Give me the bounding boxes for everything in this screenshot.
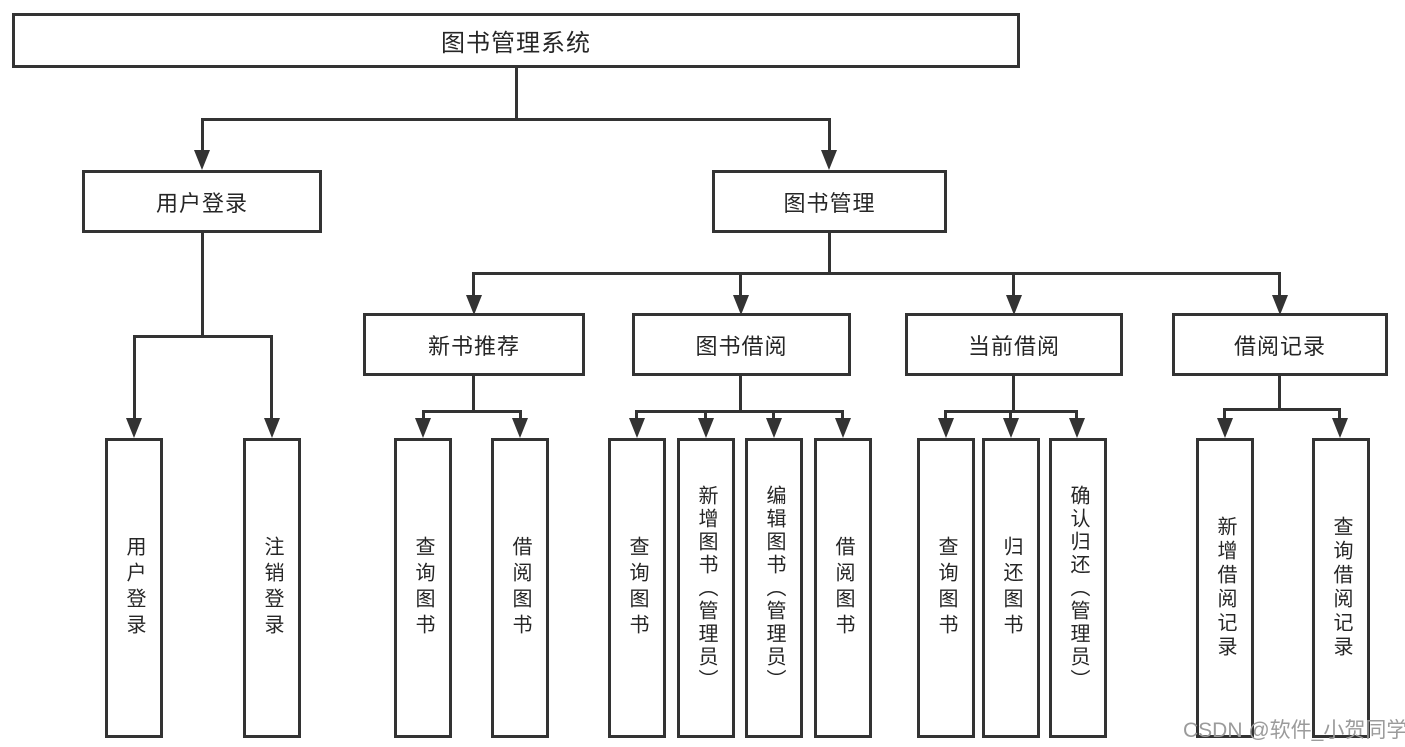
arrow-down-icon	[1272, 295, 1288, 315]
arrow-down-icon	[194, 150, 210, 170]
connector-line	[828, 118, 831, 153]
arrow-down-icon	[512, 418, 528, 438]
arrow-down-icon	[733, 295, 749, 315]
leaf-query-borrow-record-label: 查询借阅记录	[1330, 516, 1352, 660]
arrow-down-icon	[415, 418, 431, 438]
connector-line	[133, 335, 273, 338]
connector-line	[519, 410, 522, 422]
node-new-book-recommend: 新书推荐	[363, 313, 585, 376]
leaf-edit-books-admin-label: 编辑图书（管理员）	[763, 484, 785, 692]
leaf-logout: 注销登录	[243, 438, 301, 738]
arrow-down-icon	[1069, 418, 1085, 438]
leaf-query-borrow-record: 查询借阅记录	[1312, 438, 1370, 738]
node-book-management-label: 图书管理	[783, 190, 876, 216]
connector-line	[1012, 272, 1015, 299]
leaf-user-login: 用户登录	[105, 438, 163, 738]
leaf-borrow-books-recommend-label: 借阅图书	[509, 536, 531, 640]
node-new-book-recommend-label: 新书推荐	[427, 333, 520, 359]
node-user-login: 用户登录	[82, 170, 322, 233]
arrow-down-icon	[126, 418, 142, 438]
leaf-user-login-label: 用户登录	[123, 536, 145, 640]
arrow-down-icon	[1332, 418, 1348, 438]
connector-line	[472, 272, 475, 299]
leaf-add-books-admin-label: 新增图书（管理员）	[695, 484, 717, 692]
connector-line	[635, 410, 844, 413]
leaf-query-books-recommend: 查询图书	[394, 438, 452, 738]
connector-line	[944, 410, 947, 422]
connector-line	[472, 376, 475, 410]
connector-line	[1278, 272, 1281, 299]
leaf-query-books-borrow: 查询图书	[608, 438, 666, 738]
node-book-borrow-label: 图书借阅	[695, 333, 788, 359]
leaf-query-books-current: 查询图书	[917, 438, 975, 738]
node-book-management: 图书管理	[712, 170, 947, 233]
connector-line	[201, 233, 204, 335]
leaf-borrow-books-recommend: 借阅图书	[491, 438, 549, 738]
arrow-down-icon	[766, 418, 782, 438]
connector-line	[772, 410, 775, 422]
arrow-down-icon	[1217, 418, 1233, 438]
connector-line	[1009, 410, 1012, 422]
connector-line	[1223, 408, 1341, 411]
arrow-down-icon	[938, 418, 954, 438]
leaf-query-books-borrow-label: 查询图书	[626, 536, 648, 640]
leaf-query-books-current-label: 查询图书	[935, 536, 957, 640]
connector-line	[841, 410, 844, 422]
connector-line	[1338, 408, 1341, 422]
arrow-down-icon	[629, 418, 645, 438]
leaf-borrow-books: 借阅图书	[814, 438, 872, 738]
connector-line	[704, 410, 707, 422]
node-book-borrow: 图书借阅	[632, 313, 851, 376]
leaf-return-books: 归还图书	[982, 438, 1040, 738]
connector-line	[270, 335, 273, 420]
connector-line	[635, 410, 638, 422]
connector-line	[201, 118, 204, 153]
node-root-label: 图书管理系统	[441, 30, 591, 57]
leaf-return-books-label: 归还图书	[1000, 536, 1022, 640]
arrow-down-icon	[835, 418, 851, 438]
leaf-confirm-return-admin: 确认归还（管理员）	[1049, 438, 1107, 738]
node-current-borrow-label: 当前借阅	[967, 333, 1060, 359]
arrow-down-icon	[264, 418, 280, 438]
node-borrow-records-label: 借阅记录	[1233, 333, 1326, 359]
leaf-logout-label: 注销登录	[261, 536, 283, 640]
leaf-edit-books-admin: 编辑图书（管理员）	[745, 438, 803, 738]
node-user-login-label: 用户登录	[155, 190, 248, 216]
leaf-add-borrow-record: 新增借阅记录	[1196, 438, 1254, 738]
leaf-borrow-books-label: 借阅图书	[832, 536, 854, 640]
arrow-down-icon	[698, 418, 714, 438]
arrow-down-icon	[1006, 295, 1022, 315]
connector-line	[422, 410, 522, 413]
connector-line	[828, 233, 831, 272]
leaf-confirm-return-admin-label: 确认归还（管理员）	[1067, 484, 1089, 692]
leaf-query-books-recommend-label: 查询图书	[412, 536, 434, 640]
arrow-down-icon	[1003, 418, 1019, 438]
connector-line	[472, 272, 1281, 275]
leaf-add-borrow-record-label: 新增借阅记录	[1214, 516, 1236, 660]
arrow-down-icon	[821, 150, 837, 170]
arrow-down-icon	[466, 295, 482, 315]
connector-line	[1075, 410, 1078, 422]
connector-line	[133, 335, 136, 420]
connector-line	[422, 410, 425, 422]
connector-line	[1278, 376, 1281, 408]
node-root: 图书管理系统	[12, 13, 1020, 68]
node-current-borrow: 当前借阅	[905, 313, 1123, 376]
connector-line	[1223, 408, 1226, 422]
watermark: CSDN @软件_小贺同学	[1183, 719, 1405, 742]
connector-line	[1012, 376, 1015, 410]
connector-line	[515, 68, 518, 118]
connector-line	[739, 376, 742, 410]
connector-line	[201, 118, 830, 121]
node-borrow-records: 借阅记录	[1172, 313, 1388, 376]
leaf-add-books-admin: 新增图书（管理员）	[677, 438, 735, 738]
connector-line	[739, 272, 742, 299]
